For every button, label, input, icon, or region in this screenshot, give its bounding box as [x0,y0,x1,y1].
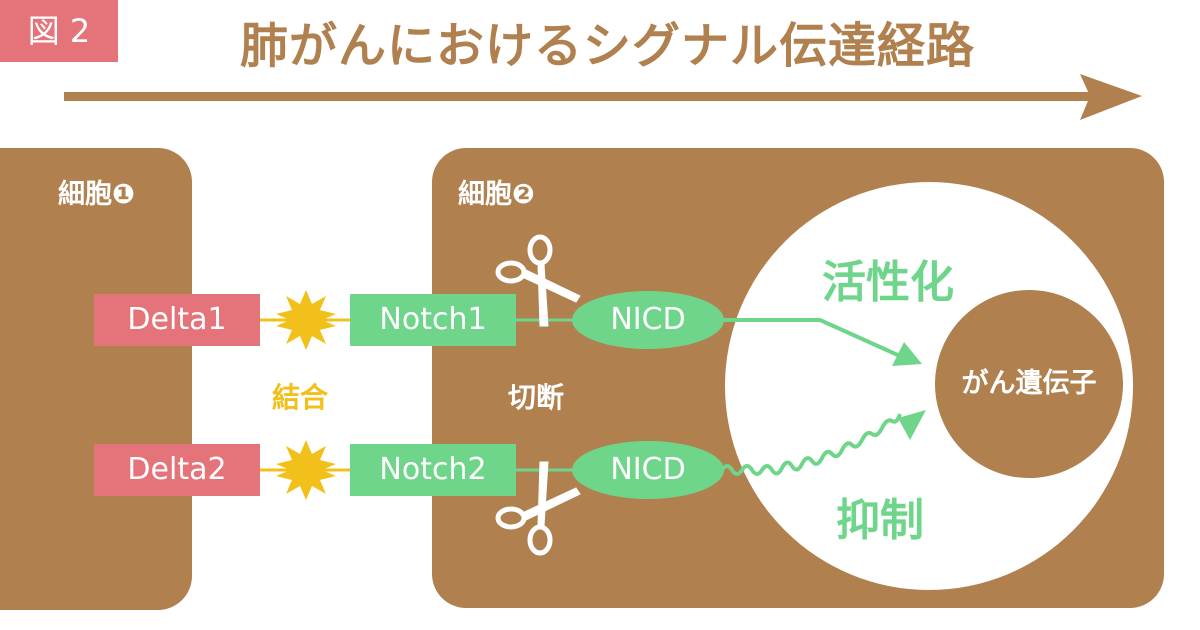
cell-1-label: 細胞❶ [58,179,135,210]
diagram-title: 肺がんにおけるシグナル伝達経路 [240,18,976,74]
scissors-bottom-icon [495,461,581,556]
receptor-notch1: Notch1 [350,294,516,346]
activation-arrow [722,318,922,366]
cleavage-label: 切断 [508,381,565,414]
binding-burst-1-icon [276,290,336,350]
figure-number-badge: 図 2 [0,0,118,62]
oncogene: がん遺伝子 [935,290,1123,478]
receptor-notch2: Notch2 [350,444,516,496]
cell-2-label: 細胞❷ [458,179,535,210]
nicd-fragment-1: NICD [572,291,724,349]
ligand-delta2: Delta2 [94,444,260,496]
activation-label: 活性化 [822,257,954,308]
ligand-delta1: Delta1 [94,294,260,346]
suppression-label: 抑制 [836,495,924,546]
suppression-arrow [720,410,926,476]
binding-label: 結合 [272,381,329,414]
binding-burst-2-icon [276,440,336,500]
scissors-top-icon [495,234,581,327]
header-arrow [64,74,1142,120]
nicd-fragment-2: NICD [572,441,724,499]
cell-1 [0,148,192,610]
